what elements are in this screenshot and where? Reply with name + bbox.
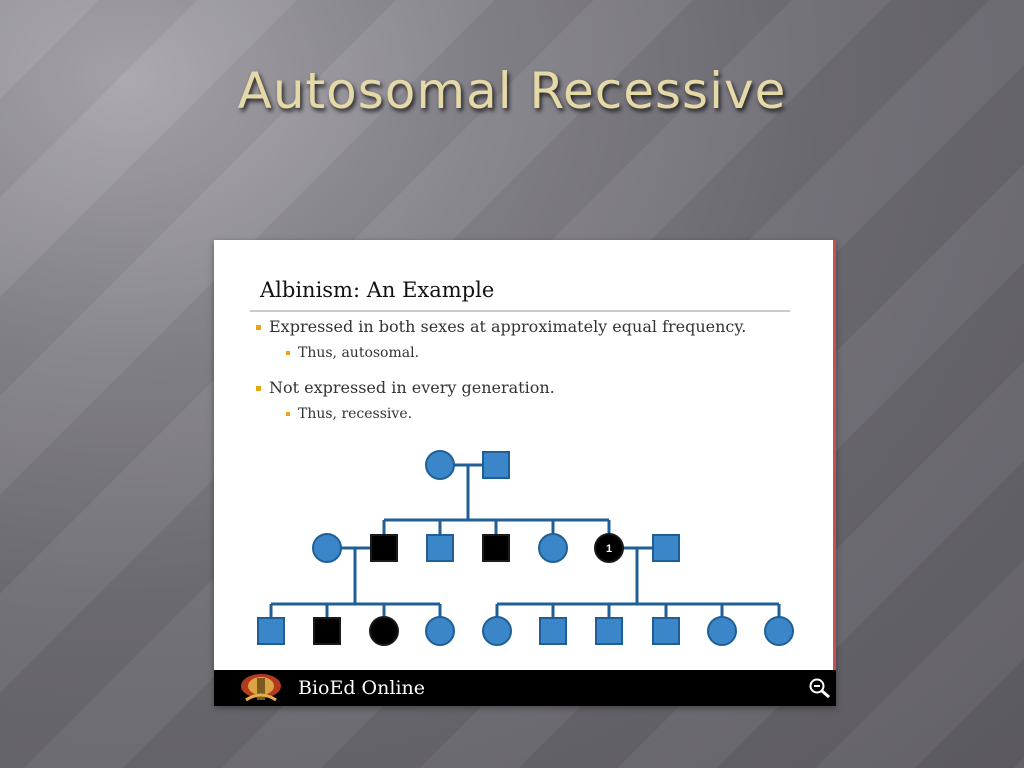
bullet-2: Not expressed in every generation.: [256, 378, 555, 397]
bioed-logo: [241, 674, 281, 702]
affected-number-label: 1: [606, 543, 612, 555]
footer-label: BioEd Online: [298, 677, 425, 699]
panel-title: Albinism: An Example: [260, 278, 495, 302]
female-unaffected-symbol: [538, 533, 568, 563]
bullet-marker: [256, 386, 261, 391]
bullet-1-sub: Thus, autosomal.: [286, 345, 419, 361]
female-unaffected-symbol: [312, 533, 342, 563]
content-panel: Albinism: An Example Expressed in both s…: [214, 240, 836, 706]
pedigree-lines: [269, 463, 781, 618]
male-unaffected-symbol: [482, 451, 510, 479]
pedigree-chart: 1: [257, 450, 794, 646]
female-unaffected-symbol: [482, 616, 512, 646]
male-unaffected-symbol: [595, 617, 623, 645]
male-unaffected-symbol: [652, 534, 680, 562]
pedigree-symbols: 1: [257, 450, 794, 646]
bullet-2-sub: Thus, recessive.: [286, 406, 412, 422]
male-unaffected-symbol: [426, 534, 454, 562]
male-unaffected-symbol: [539, 617, 567, 645]
male-affected-symbol: [482, 534, 510, 562]
zoom-out-icon[interactable]: [808, 677, 832, 699]
bullet-marker: [286, 412, 290, 416]
female-affected-symbol: [369, 616, 399, 646]
male-unaffected-symbol: [652, 617, 680, 645]
panel-title-rule: [250, 310, 790, 312]
panel-edge-accent: [833, 240, 836, 670]
bullet-2-text: Not expressed in every generation.: [269, 378, 555, 397]
female-unaffected-symbol: [707, 616, 737, 646]
male-unaffected-symbol: [257, 617, 285, 645]
bullet-2-sub-text: Thus, recessive.: [298, 406, 413, 422]
male-affected-symbol: [370, 534, 398, 562]
female-unaffected-symbol: [764, 616, 794, 646]
bullet-1: Expressed in both sexes at approximately…: [256, 317, 746, 336]
female-affected-symbol: [594, 533, 624, 563]
slide-title: Autosomal Recessive: [237, 62, 787, 120]
bullet-marker: [256, 325, 261, 330]
bullet-1-sub-text: Thus, autosomal.: [298, 345, 420, 361]
female-unaffected-symbol: [425, 450, 455, 480]
footer-bar: BioEd Online: [214, 670, 836, 706]
female-unaffected-symbol: [425, 616, 455, 646]
bullet-1-text: Expressed in both sexes at approximately…: [269, 317, 747, 336]
male-affected-symbol: [313, 617, 341, 645]
bullet-marker: [286, 351, 290, 355]
